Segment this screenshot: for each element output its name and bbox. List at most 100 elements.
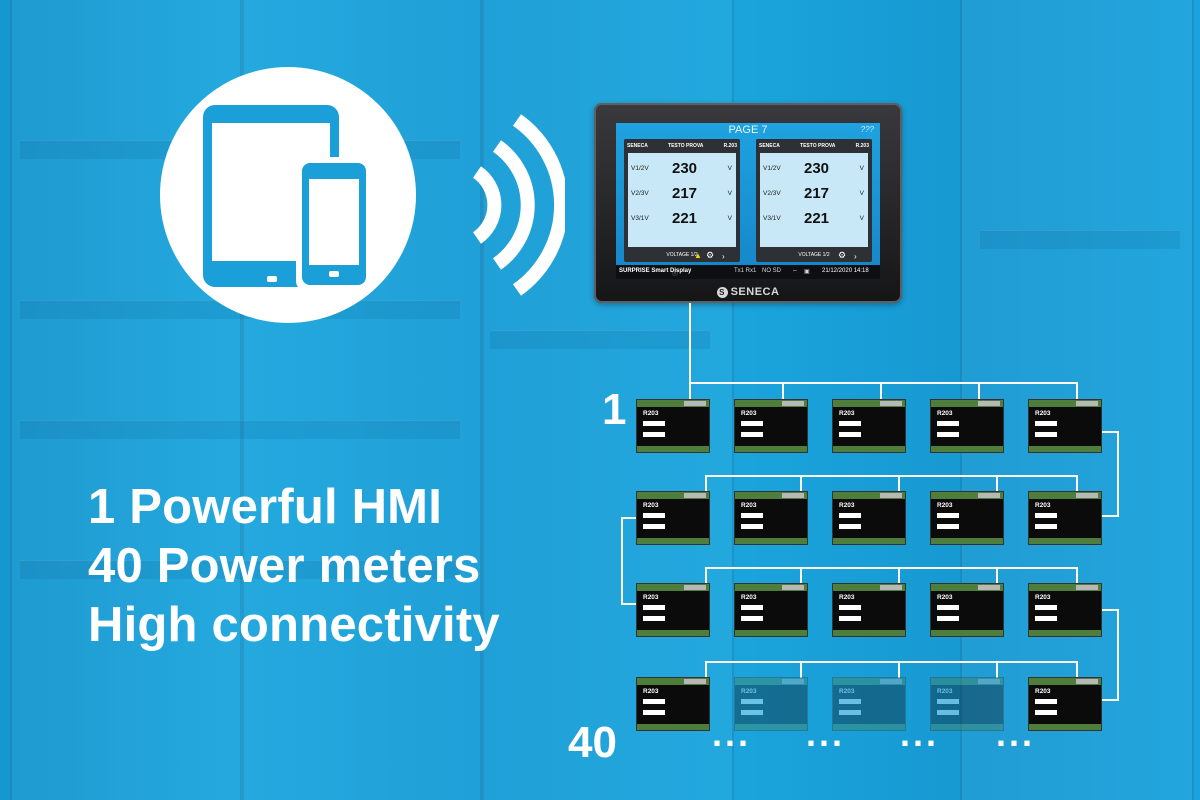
gear-icon[interactable]: ⚙ (838, 250, 847, 260)
status-bar: SURPRISE Smart Display ⓘ Tx1 Rx1 NO SD ⌔… (616, 265, 880, 279)
meter-indicator (839, 524, 861, 529)
power-meter-module: R203 (1029, 678, 1101, 730)
power-meter-module: R203 (833, 400, 905, 452)
devices-badge (160, 67, 416, 323)
meter-indicator (937, 616, 959, 621)
bus-cable (800, 567, 900, 584)
reading-unit: V (859, 215, 864, 222)
meter-indicator (839, 513, 861, 518)
meter-model-label: R203 (643, 594, 659, 601)
meter-model-label: R203 (741, 688, 757, 695)
reading-label: V1/2V (631, 165, 649, 172)
meter-indicator (1035, 513, 1057, 518)
reading-row: V1/2V 230 V (628, 157, 736, 181)
power-meter-module: R203 (833, 492, 905, 544)
hmi-display: PAGE 7 ??? SENECA TESTO PROVA R.203 V1/2… (594, 103, 902, 303)
info-icon[interactable]: ⓘ (672, 271, 679, 277)
meter-indicator (643, 616, 665, 621)
hmi-screen: PAGE 7 ??? SENECA TESTO PROVA R.203 V1/2… (616, 123, 880, 279)
bus-cable (996, 475, 1078, 492)
meter-indicator (741, 421, 763, 426)
reading-unit: V (859, 190, 864, 197)
meter-terminal-strip (1029, 538, 1101, 544)
continuation-dots: ... (806, 713, 846, 754)
bus-cable (978, 382, 1078, 400)
meter-terminal-strip (931, 492, 1003, 499)
brand-name: SENECA (730, 286, 780, 298)
meter-terminal-strip (735, 492, 807, 499)
power-meter-module: R203 (833, 678, 905, 730)
meter-indicator (839, 710, 861, 715)
meter-terminal-strip (833, 630, 905, 636)
chevron-right-icon[interactable]: › (722, 252, 725, 261)
gear-icon[interactable]: ⚙ (706, 250, 715, 260)
panel-header: SENECA TESTO PROVA R.203 (627, 141, 737, 151)
meter-indicator (937, 432, 959, 437)
meter-indicator (839, 699, 861, 704)
meter-model-label: R203 (1035, 688, 1051, 695)
meter-indicator (839, 421, 861, 426)
meter-panel[interactable]: SENECA TESTO PROVA R.203 V1/2V 230 V V2/… (624, 139, 740, 262)
meter-model-label: R203 (1035, 502, 1051, 509)
meter-indicator (643, 605, 665, 610)
power-meter-module: R203 (735, 678, 807, 730)
meter-model-label: R203 (839, 688, 855, 695)
meter-terminal-strip (637, 678, 709, 685)
meter-model-label: R203 (1035, 410, 1051, 417)
headline: 1 Powerful HMI 40 Power meters High conn… (88, 478, 500, 655)
reading-label: V2/3V (763, 190, 781, 197)
meter-terminal-strip (637, 492, 709, 499)
meter-model-label: R203 (741, 502, 757, 509)
reading-unit: V (727, 215, 732, 222)
meter-terminal-strip (833, 678, 905, 685)
meter-terminal-strip (931, 584, 1003, 591)
bus-cable (705, 567, 802, 584)
reading-value: 230 (672, 160, 698, 177)
continuation-dots: ... (712, 713, 752, 754)
meter-model-label: R203 (839, 502, 855, 509)
meter-indicator (1035, 421, 1057, 426)
bus-cable (996, 661, 1078, 678)
background-rail (20, 420, 460, 439)
panel-readings: V1/2V 230 V V2/3V 217 V V3/1V 221 V (628, 153, 736, 247)
meter-terminal-strip (931, 400, 1003, 407)
power-meter-module: R203 (637, 492, 709, 544)
meter-terminal-strip (735, 724, 807, 730)
reading-row: V3/1V 221 V (760, 207, 868, 231)
panel-brand: SENECA (627, 143, 648, 149)
meter-model-label: R203 (839, 594, 855, 601)
first-meter-number: 1 (602, 385, 627, 434)
power-meter-module: R203 (637, 584, 709, 636)
power-meter-module: R203 (833, 584, 905, 636)
bus-cable (1101, 609, 1119, 701)
meter-model-label: R203 (643, 688, 659, 695)
panel-footer: VOLTAGE 1/2 (798, 252, 830, 258)
meter-terminal-strip (1029, 400, 1101, 407)
meter-indicator (937, 524, 959, 529)
meter-panel[interactable]: SENECA TESTO PROVA R.203 V1/2V 230 V V2/… (756, 139, 872, 262)
reading-unit: V (727, 165, 732, 172)
meter-terminal-strip (735, 584, 807, 591)
help-indicator[interactable]: ??? (860, 125, 874, 134)
meter-model-label: R203 (839, 410, 855, 417)
panel-title: TESTO PROVA (800, 143, 836, 149)
meter-model-label: R203 (1035, 594, 1051, 601)
background-rail (980, 230, 1180, 249)
power-meter-module: R203 (735, 492, 807, 544)
power-meter-module: R203 (637, 678, 709, 730)
meter-indicator (937, 699, 959, 704)
reading-unit: V (859, 165, 864, 172)
meter-indicator (643, 710, 665, 715)
chevron-right-icon[interactable]: › (854, 252, 857, 261)
reading-row: V1/2V 230 V (760, 157, 868, 181)
tx-rx-status: Tx1 Rx1 (734, 268, 757, 274)
panel-readings: V1/2V 230 V V2/3V 217 V V3/1V 221 V (760, 153, 868, 247)
meter-indicator (937, 421, 959, 426)
warning-icon: ▲ (694, 251, 702, 260)
meter-model-label: R203 (741, 410, 757, 417)
meter-terminal-strip (637, 584, 709, 591)
meter-indicator (643, 513, 665, 518)
meter-model-label: R203 (643, 410, 659, 417)
reading-unit: V (727, 190, 732, 197)
